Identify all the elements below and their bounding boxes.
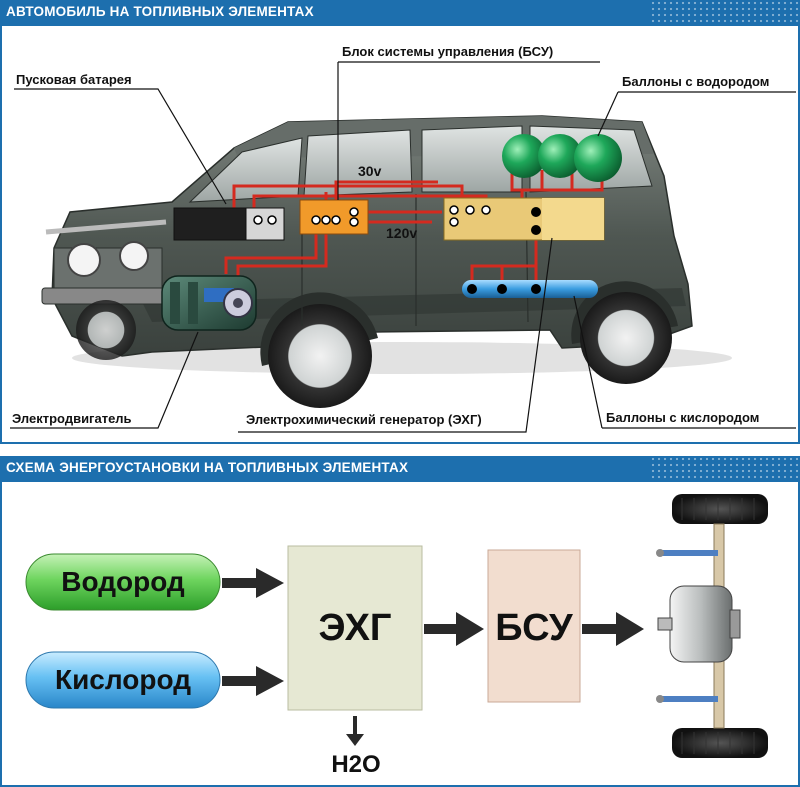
- bottom-section-title: СХЕМА ЭНЕРГОУСТАНОВКИ НА ТОПЛИВНЫХ ЭЛЕМЕ…: [6, 460, 409, 475]
- generator-port-1: [531, 207, 541, 217]
- hydrogen-tank-1: [502, 134, 546, 178]
- label-generator: Электрохимический генератор (ЭХГ): [246, 412, 482, 427]
- car-front-window: [303, 129, 413, 197]
- rod-joint-top: [656, 549, 664, 557]
- arrow-water-out: [346, 716, 364, 746]
- oxygen-tank: [462, 280, 598, 298]
- arrow-hydrogen-to-generator: [222, 568, 284, 598]
- ground-shadow: [72, 342, 732, 374]
- link-rod-top: [660, 550, 718, 556]
- drive-motor-shaft: [657, 617, 673, 631]
- label-control-unit: Блок системы управления (БСУ): [342, 44, 554, 59]
- rod-joint-bottom: [656, 695, 664, 703]
- electric-motor: [161, 275, 257, 331]
- oxygen-port-1: [467, 284, 477, 294]
- oxygen-pill: [25, 651, 221, 709]
- schema-control-box: [487, 549, 581, 703]
- far-front-wheel: [76, 300, 136, 360]
- front-wheel: [268, 304, 372, 408]
- hydrogen-pill: [25, 553, 221, 611]
- generator-port-2: [531, 225, 541, 235]
- schema-generator-label: ЭХГ: [318, 607, 392, 649]
- label-battery: Пусковая батарея: [16, 72, 132, 87]
- drivetrain-illustration: [656, 494, 768, 758]
- schema-diagram: [25, 494, 768, 758]
- oxygen-port-3: [531, 284, 541, 294]
- generator-terminal-1: [449, 205, 459, 215]
- car-diagram-panel: 30v 120v Пусковая батарея Блок системы у…: [0, 24, 800, 444]
- control-terminal-3: [331, 215, 341, 225]
- oxygen-label: Кислород: [54, 664, 191, 695]
- header-dots-decoration-2: [650, 456, 800, 480]
- car-headlight-right: [119, 241, 149, 271]
- voltage-30v: 30v: [358, 163, 382, 179]
- drive-motor: [669, 585, 733, 663]
- bottom-section-header: СХЕМА ЭНЕРГОУСТАНОВКИ НА ТОПЛИВНЫХ ЭЛЕМЕ…: [0, 456, 800, 480]
- top-section-title: АВТОМОБИЛЬ НА ТОПЛИВНЫХ ЭЛЕМЕНТАХ: [6, 4, 314, 19]
- leader-lines: [10, 61, 796, 433]
- generator-terminal-2: [449, 217, 459, 227]
- control-terminal-2: [321, 215, 331, 225]
- control-terminal-5: [349, 217, 359, 227]
- generator-highlight: [542, 198, 604, 240]
- car-headlight-left: [67, 243, 101, 277]
- rear-wheel: [580, 292, 672, 384]
- generator-terminal-3: [465, 205, 475, 215]
- oxygen-port-2: [497, 284, 507, 294]
- top-section-header: АВТОМОБИЛЬ НА ТОПЛИВНЫХ ЭЛЕМЕНТАХ: [0, 0, 800, 24]
- label-oxygen-tanks: Баллоны с кислородом: [606, 410, 760, 425]
- control-terminal-1: [311, 215, 321, 225]
- arrow-oxygen-to-generator: [222, 666, 284, 696]
- header-dots-decoration: [650, 0, 800, 24]
- schema-control-label: БСУ: [495, 607, 573, 649]
- tire-top: [672, 494, 768, 524]
- hydrogen-tank-3: [574, 134, 622, 182]
- arrow-control-to-drivetrain: [582, 612, 644, 646]
- hydrogen-tank-2: [538, 134, 582, 178]
- link-rod-bottom: [660, 696, 718, 702]
- arrow-generator-to-control: [424, 612, 484, 646]
- voltage-120v: 120v: [386, 225, 417, 241]
- battery-terminal-cover: [245, 207, 285, 241]
- label-hydrogen-tanks: Баллоны с водородом: [622, 74, 770, 89]
- car-bullbar: [45, 219, 167, 235]
- car-illustration: 30v 120v: [10, 61, 796, 433]
- hydrogen-label: Водород: [61, 566, 185, 597]
- generator-terminal-4: [481, 205, 491, 215]
- schema-generator-box: [287, 545, 423, 711]
- drive-motor-cap: [729, 609, 741, 639]
- label-motor: Электродвигатель: [12, 411, 132, 426]
- water-output-label: H2O: [331, 751, 381, 778]
- schema-arrows: [222, 568, 644, 746]
- control-terminal-4: [349, 207, 359, 217]
- battery-terminal-2: [267, 215, 277, 225]
- tire-bottom: [672, 728, 768, 758]
- battery-terminal-1: [253, 215, 263, 225]
- schema-panel: Водород Кислород ЭХГ БСУ H2O: [0, 480, 800, 787]
